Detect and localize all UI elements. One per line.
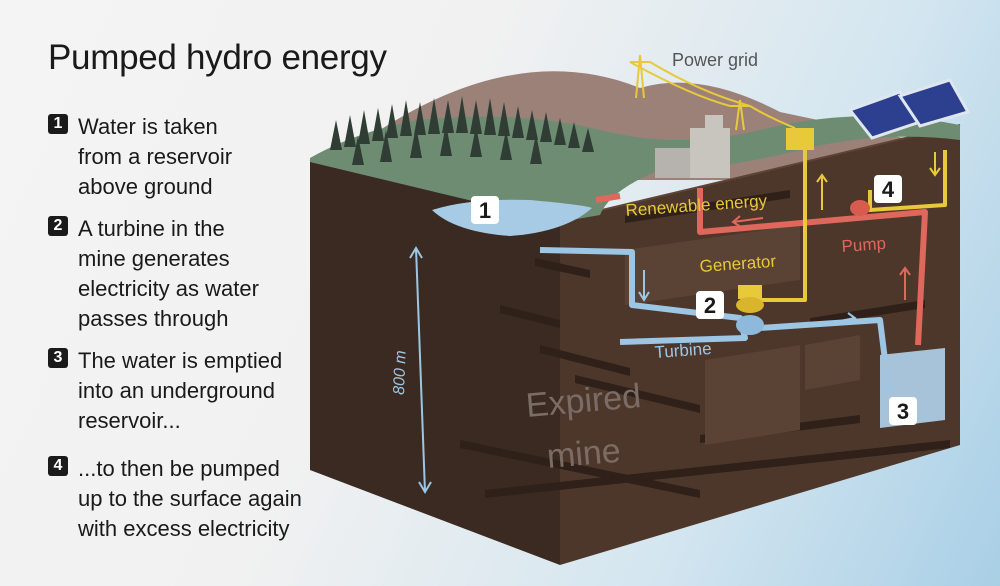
step-2-line-2: mine generates bbox=[78, 246, 230, 271]
flow-arrows bbox=[638, 152, 941, 392]
step-2-badge: 2 bbox=[48, 216, 68, 236]
step-3-line-1: The water is emptied bbox=[78, 348, 283, 373]
generator bbox=[736, 285, 764, 313]
svg-text:4: 4 bbox=[882, 177, 895, 202]
step-2-text: A turbine in the mine generates electric… bbox=[78, 214, 368, 334]
power-grid-pylons bbox=[629, 54, 796, 131]
step-2-line-4: passes through bbox=[78, 306, 229, 331]
grid-connection-box bbox=[786, 128, 814, 150]
power-station-building bbox=[655, 115, 730, 178]
water-pipe bbox=[539, 247, 888, 361]
step-4-text: ...to then be pumped up to the surface a… bbox=[78, 454, 368, 544]
step-4-line-3: with excess electricity bbox=[78, 516, 290, 541]
marker-4: 4 bbox=[874, 175, 902, 203]
mine-tunnels bbox=[460, 190, 950, 498]
marker-1: 1 bbox=[471, 196, 499, 224]
pump bbox=[850, 200, 870, 216]
step-1-badge: 1 bbox=[48, 114, 68, 134]
step-3-badge: 3 bbox=[48, 348, 68, 368]
step-1-text: Water is taken from a reservoir above gr… bbox=[78, 112, 368, 202]
forest bbox=[330, 96, 594, 165]
step-4-badge: 4 bbox=[48, 456, 68, 476]
step-1-line-3: above ground bbox=[78, 174, 213, 199]
pump-label: Pump bbox=[841, 234, 887, 256]
power-grid-label: Power grid bbox=[672, 50, 758, 70]
svg-text:1: 1 bbox=[479, 198, 491, 223]
mine-blocks bbox=[625, 225, 860, 445]
step-3-line-3: reservoir... bbox=[78, 408, 181, 433]
step-3-line-2: into an underground bbox=[78, 378, 275, 403]
step-2-line-3: electricity as water bbox=[78, 276, 259, 301]
marker-2: 2 bbox=[696, 291, 724, 319]
svg-text:3: 3 bbox=[897, 399, 909, 424]
step-2-line-1: A turbine in the bbox=[78, 216, 225, 241]
step-3-text: The water is emptied into an underground… bbox=[78, 346, 368, 436]
depth-arrow bbox=[409, 246, 432, 494]
mine-label-line2: mine bbox=[545, 432, 622, 476]
mine-front-face bbox=[310, 160, 560, 565]
turbine bbox=[736, 315, 764, 335]
step-1-line-1: Water is taken bbox=[78, 114, 218, 139]
turbine-label: Turbine bbox=[654, 339, 712, 362]
step-4-line-2: up to the surface again bbox=[78, 486, 302, 511]
svg-text:2: 2 bbox=[704, 293, 716, 318]
page-title: Pumped hydro energy bbox=[48, 38, 387, 77]
step-1-line-2: from a reservoir bbox=[78, 144, 233, 169]
pump-pipe bbox=[697, 188, 928, 346]
power-line bbox=[750, 150, 947, 302]
solar-panels bbox=[847, 78, 971, 140]
depth-label: 800 m bbox=[391, 350, 410, 395]
marker-3: 3 bbox=[889, 397, 917, 425]
step-4-line-1: ...to then be pumped bbox=[78, 456, 280, 481]
intake-pipe bbox=[595, 193, 621, 203]
